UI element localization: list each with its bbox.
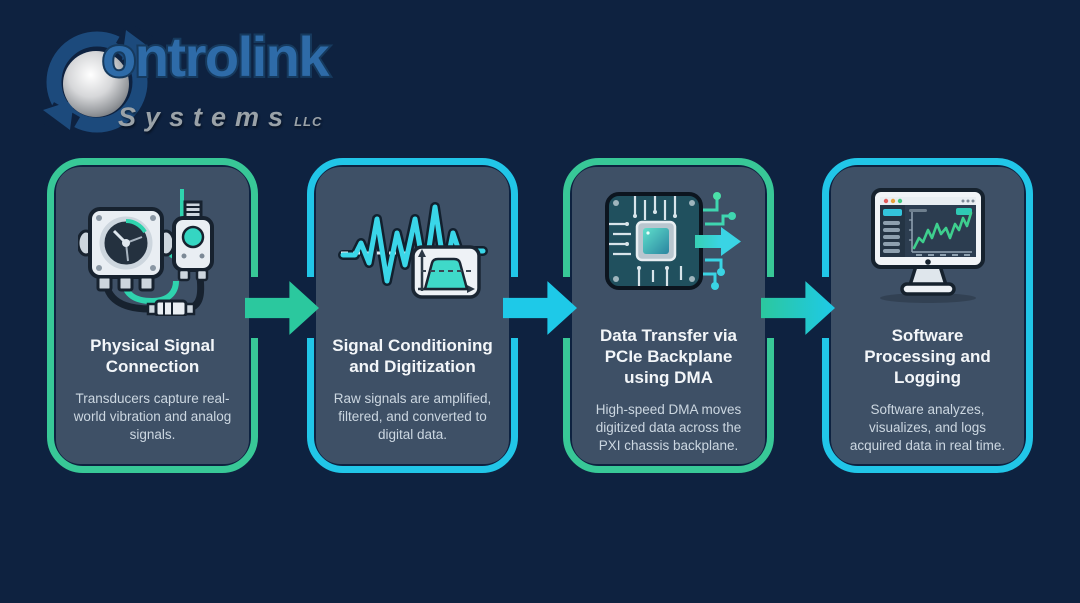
monitor-chart-icon [870,188,985,303]
step-title: Software Processing and Logging [864,326,991,388]
flow-arrow-3-icon [761,281,835,335]
step-title: Data Transfer via PCIe Backplane using D… [599,326,737,388]
waveform-filter-icon [337,202,488,299]
step-title: Signal Conditioning and Digitization [332,336,493,377]
logo-brand-text: ontrolink [102,25,330,88]
step-description: Raw signals are amplified, filtered, and… [333,391,492,442]
step-title: Physical Signal Connection [90,336,215,377]
step-description: High-speed DMA moves digitized data acro… [595,402,742,453]
logo-wordmark: ontrolink [102,23,334,90]
step-icon-wrap [337,179,489,321]
step-icon-wrap [852,179,1004,311]
flow-arrow-2-icon [503,281,577,335]
step-card-body: Data Transfer via PCIe Backplane using D… [572,167,765,464]
step-card-data-transfer: Data Transfer via PCIe Backplane using D… [563,158,774,473]
transducer-gauge-icon [77,189,214,316]
step-card-body: Signal Conditioning and Digitization Raw… [316,167,509,464]
logo-rotation-c-icon [42,26,154,134]
step-description: Software analyzes, visualizes, and logs … [849,402,1006,453]
chip-dma-arrow-icon [604,192,741,290]
step-card-body: Software Processing and Logging Software… [831,167,1024,464]
step-icon-wrap [593,179,745,311]
step-card-software-processing: Software Processing and Logging Software… [822,158,1033,473]
step-card-signal-conditioning: Signal Conditioning and Digitization Raw… [307,158,518,473]
step-card-body: Physical Signal Connection Transducers c… [56,167,249,464]
step-card-physical-signal: Physical Signal Connection Transducers c… [47,158,258,473]
flow-arrow-1-icon [245,281,319,335]
step-description: Transducers capture real-world vibration… [73,391,232,442]
step-icon-wrap [77,179,228,321]
logo-llc-suffix: LLC [294,114,323,129]
